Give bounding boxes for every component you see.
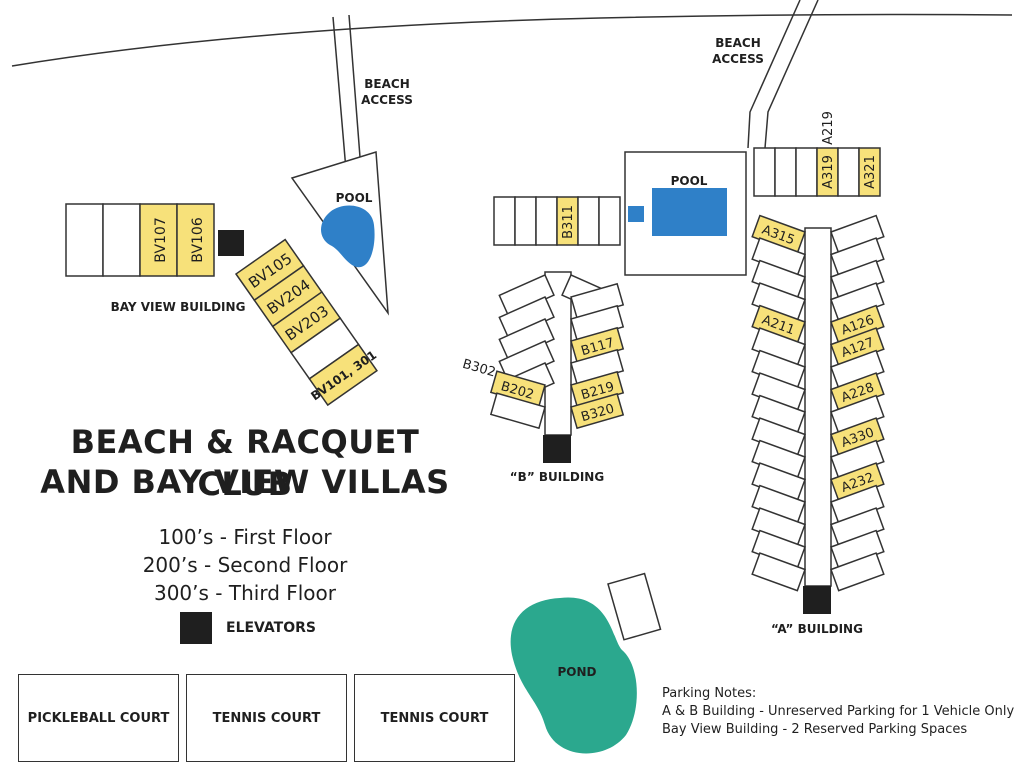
a-right-unit <box>830 552 885 592</box>
b-building-left-wing: B202 <box>489 274 555 430</box>
pond <box>510 597 637 754</box>
beach-access-label-right-1: BEACH <box>715 36 760 50</box>
beach-access-path-right <box>747 0 819 149</box>
elevator-legend-label: ELEVATORS <box>226 620 316 636</box>
a-building-label: “A” BUILDING <box>771 622 863 636</box>
b-building-right-wing: B117 B219 B320 <box>561 274 625 430</box>
map-title-line-2: AND BAY VIEW VILLAS <box>40 463 450 501</box>
elevator-legend-icon <box>180 612 212 644</box>
unit-bv107 <box>139 203 178 277</box>
beach-access-path-left <box>332 14 362 171</box>
pickleball-court: PICKLEBALL COURT <box>18 674 179 762</box>
beach-access-label-left-1: BEACH <box>364 77 409 91</box>
pool-right-label: POOL <box>671 174 708 188</box>
elevator-a-building <box>803 586 831 614</box>
unit-bv101 <box>308 343 378 407</box>
road <box>11 13 1013 67</box>
pool-right <box>652 188 727 236</box>
unit-bv107-label: BV107 <box>153 217 169 262</box>
parking-note-2: Bay View Building - 2 Reserved Parking S… <box>662 722 968 737</box>
a-left-unit <box>751 552 806 592</box>
floor-legend-1: 100’s - First Floor <box>158 525 332 549</box>
pool-right-spa <box>628 206 644 222</box>
bay-view-building <box>65 203 215 277</box>
unit-bv106-label: BV106 <box>190 217 206 263</box>
parking-notes-heading: Parking Notes: <box>662 686 757 701</box>
a-building-spine <box>804 227 832 587</box>
unit-a319-label: A319 <box>821 155 836 189</box>
beach-access-label-left-2: ACCESS <box>361 93 413 107</box>
unit-b302-label: B302 <box>461 357 498 381</box>
beach-access-label-right-2: ACCESS <box>712 52 764 66</box>
map-title-line-1: BEACH & RACQUET CLUB <box>70 423 420 503</box>
b-building-label: “B” BUILDING <box>510 470 604 484</box>
a-building-top <box>753 147 881 197</box>
unit-a219-label: A219 <box>821 111 836 145</box>
floor-legend-2: 200’s - Second Floor <box>142 553 348 577</box>
pond-label: POND <box>558 665 597 679</box>
elevator-b-building <box>543 435 571 463</box>
tennis-court-1: TENNIS COURT <box>186 674 347 762</box>
pool-left <box>321 205 375 268</box>
elevator-bay-view <box>218 230 244 256</box>
unit-b320 <box>570 392 625 430</box>
unit-bv106 <box>176 203 215 277</box>
unit-a321 <box>858 147 881 197</box>
parking-notes: Parking Notes: A & B Building - Unreserv… <box>662 685 1014 739</box>
unit-a321-label: A321 <box>863 155 878 189</box>
bay-view-building-label: BAY VIEW BUILDING <box>111 300 246 314</box>
b-building-top <box>493 196 621 246</box>
unit-b311-label: B311 <box>561 205 576 239</box>
parking-note-1: A & B Building - Unreserved Parking for … <box>662 704 1015 719</box>
pond-shed <box>607 572 662 641</box>
pool-left-label: POOL <box>336 191 373 205</box>
tennis-court-2: TENNIS COURT <box>354 674 515 762</box>
floor-legend-3: 300’s - Third Floor <box>153 581 336 605</box>
